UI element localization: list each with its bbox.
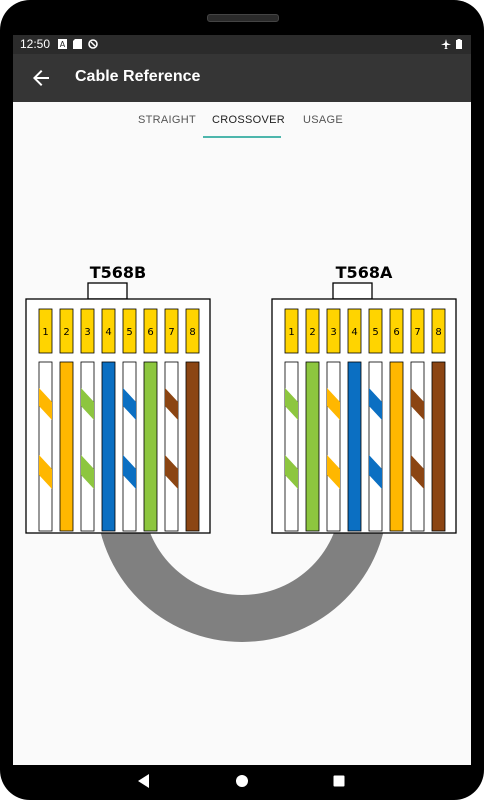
right-pin-label-6: 6 <box>393 327 399 338</box>
left-pin-2 <box>59 308 74 354</box>
right-pin-2 <box>305 308 320 354</box>
left-pin-label-3: 3 <box>84 327 90 338</box>
left-pin-label-2: 2 <box>63 327 69 338</box>
left-wire-white-brown <box>164 361 179 532</box>
square-recents-icon[interactable] <box>328 770 350 792</box>
left-connector-body <box>25 298 211 534</box>
right-wire-green <box>305 361 320 532</box>
left-pin-6 <box>143 308 158 354</box>
sd-card-icon <box>73 39 82 49</box>
left-wire-orange <box>59 361 74 532</box>
tab-usage[interactable]: USAGE <box>303 114 344 126</box>
left-pin-label-4: 4 <box>105 327 111 338</box>
right-wire-white-brown <box>410 361 425 532</box>
system-nav-bar <box>0 765 484 800</box>
tab-indicator <box>203 136 281 138</box>
left-pin-3 <box>80 308 95 354</box>
right-wire-white-orange <box>326 361 341 532</box>
right-wire-orange <box>389 361 404 532</box>
left-wire-white-green <box>80 361 95 532</box>
right-connector-label: T568A <box>336 263 393 282</box>
status-bar: 12:50 A <box>13 35 471 54</box>
left-pin-label-7: 7 <box>168 327 174 338</box>
left-wire-white-orange <box>38 361 53 532</box>
right-pin-7 <box>410 308 425 354</box>
svg-text:A: A <box>60 40 66 49</box>
right-pin-label-7: 7 <box>414 327 420 338</box>
left-wire-blue <box>101 361 116 532</box>
right-connector-tab <box>332 282 373 300</box>
right-connector: T568A 1 2 3 4 5 6 7 8 <box>271 263 457 534</box>
page-title: Cable Reference <box>75 68 201 85</box>
right-pin-label-8: 8 <box>435 327 441 338</box>
left-pin-label-8: 8 <box>189 327 195 338</box>
left-pin-1 <box>38 308 53 354</box>
notification-a-icon: A <box>58 39 67 49</box>
status-time: 12:50 <box>20 37 51 51</box>
left-pin-7 <box>164 308 179 354</box>
tab-bar: STRAIGHT CROSSOVER USAGE <box>13 102 471 138</box>
left-pin-label-5: 5 <box>126 327 132 338</box>
triangle-back-icon[interactable] <box>133 770 155 792</box>
left-wires <box>38 361 200 532</box>
left-wire-brown <box>185 361 200 532</box>
left-pin-8 <box>185 308 200 354</box>
speaker-grille <box>207 14 279 22</box>
right-pin-6 <box>389 308 404 354</box>
right-connector-body <box>271 298 457 534</box>
left-wire-white-blue <box>122 361 137 532</box>
right-pin-8 <box>431 308 446 354</box>
airplane-mode-icon <box>441 39 451 49</box>
left-wire-green <box>143 361 158 532</box>
left-pin-label-6: 6 <box>147 327 153 338</box>
right-wires <box>284 361 446 532</box>
app-bar: Cable Reference <box>13 54 471 102</box>
right-wire-white-blue <box>368 361 383 532</box>
left-connector-label: T568B <box>90 263 147 282</box>
right-pin-label-2: 2 <box>309 327 315 338</box>
sync-icon <box>88 39 98 49</box>
right-wire-brown <box>431 361 446 532</box>
screen: 12:50 A Cable Reference STRAIGHT CROSSOV… <box>13 35 471 765</box>
right-pin-label-5: 5 <box>372 327 378 338</box>
left-pin-label-1: 1 <box>42 327 48 338</box>
right-pin-4 <box>347 308 362 354</box>
right-pin-label-3: 3 <box>330 327 336 338</box>
left-pin-5 <box>122 308 137 354</box>
right-pin-label-4: 4 <box>351 327 357 338</box>
arrow-left-icon[interactable] <box>29 66 53 90</box>
tab-crossover[interactable]: CROSSOVER <box>212 114 285 126</box>
circle-home-icon[interactable] <box>231 770 253 792</box>
right-wire-blue <box>347 361 362 532</box>
right-pin-1 <box>284 308 299 354</box>
battery-icon <box>456 39 462 49</box>
right-wire-white-green <box>284 361 299 532</box>
left-connector: T568B 1 2 3 4 5 6 7 8 <box>25 263 211 534</box>
left-pins: 1 2 3 4 5 6 7 8 <box>38 308 200 354</box>
tab-straight[interactable]: STRAIGHT <box>138 114 197 126</box>
right-pin-5 <box>368 308 383 354</box>
right-pin-label-1: 1 <box>288 327 294 338</box>
crossover-diagram: T568B 1 2 3 4 5 6 7 8 T568A 1 2 3 4 5 6 7 8 <box>25 263 457 642</box>
left-connector-tab <box>87 282 128 300</box>
cable-loop <box>96 496 388 642</box>
left-pin-4 <box>101 308 116 354</box>
right-pin-3 <box>326 308 341 354</box>
right-pins: 1 2 3 4 5 6 7 8 <box>284 308 446 354</box>
